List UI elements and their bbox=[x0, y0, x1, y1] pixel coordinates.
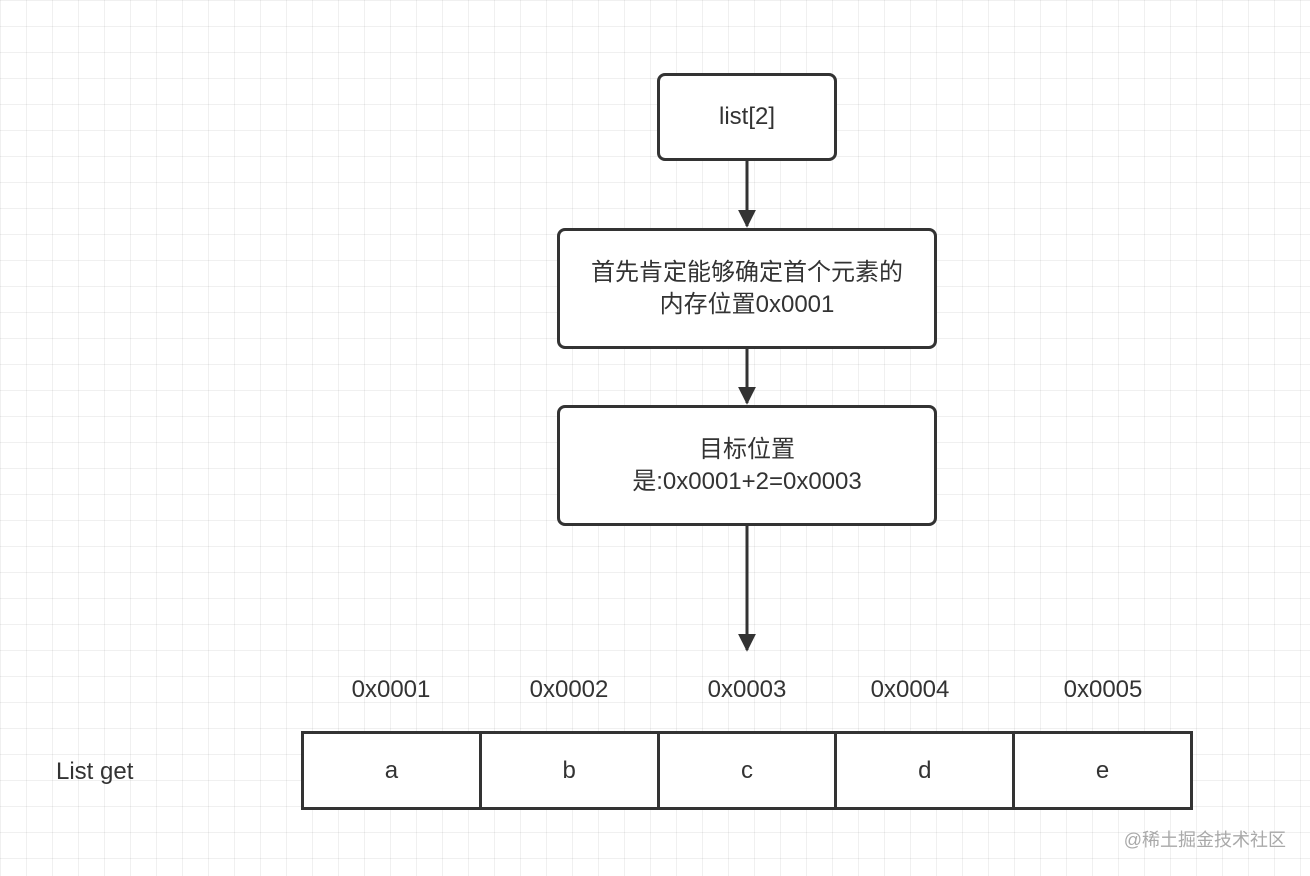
array-cell: d bbox=[837, 734, 1016, 807]
array-cell: b bbox=[482, 734, 660, 807]
array-cell: e bbox=[1095, 756, 1110, 784]
array-cell: a bbox=[304, 734, 482, 807]
address-label: 0x0004 bbox=[870, 676, 950, 703]
row-label: List get bbox=[56, 758, 134, 785]
target-position-box: 目标位置 是:0x0001+2=0x0003 bbox=[557, 405, 937, 526]
address-label: 0x0005 bbox=[1063, 676, 1143, 703]
address-label: 0x0002 bbox=[529, 676, 609, 703]
array-row: a b c d e bbox=[301, 731, 1193, 810]
first-element-box: 首先肯定能够确定首个元素的 内存位置0x0001 bbox=[557, 228, 937, 349]
index-box: list[2] bbox=[657, 73, 837, 161]
address-label: 0x0003 bbox=[707, 676, 787, 703]
array-cell: c bbox=[660, 734, 838, 807]
watermark: @稀土掘金技术社区 bbox=[1123, 830, 1286, 850]
address-label: 0x0001 bbox=[351, 676, 431, 703]
